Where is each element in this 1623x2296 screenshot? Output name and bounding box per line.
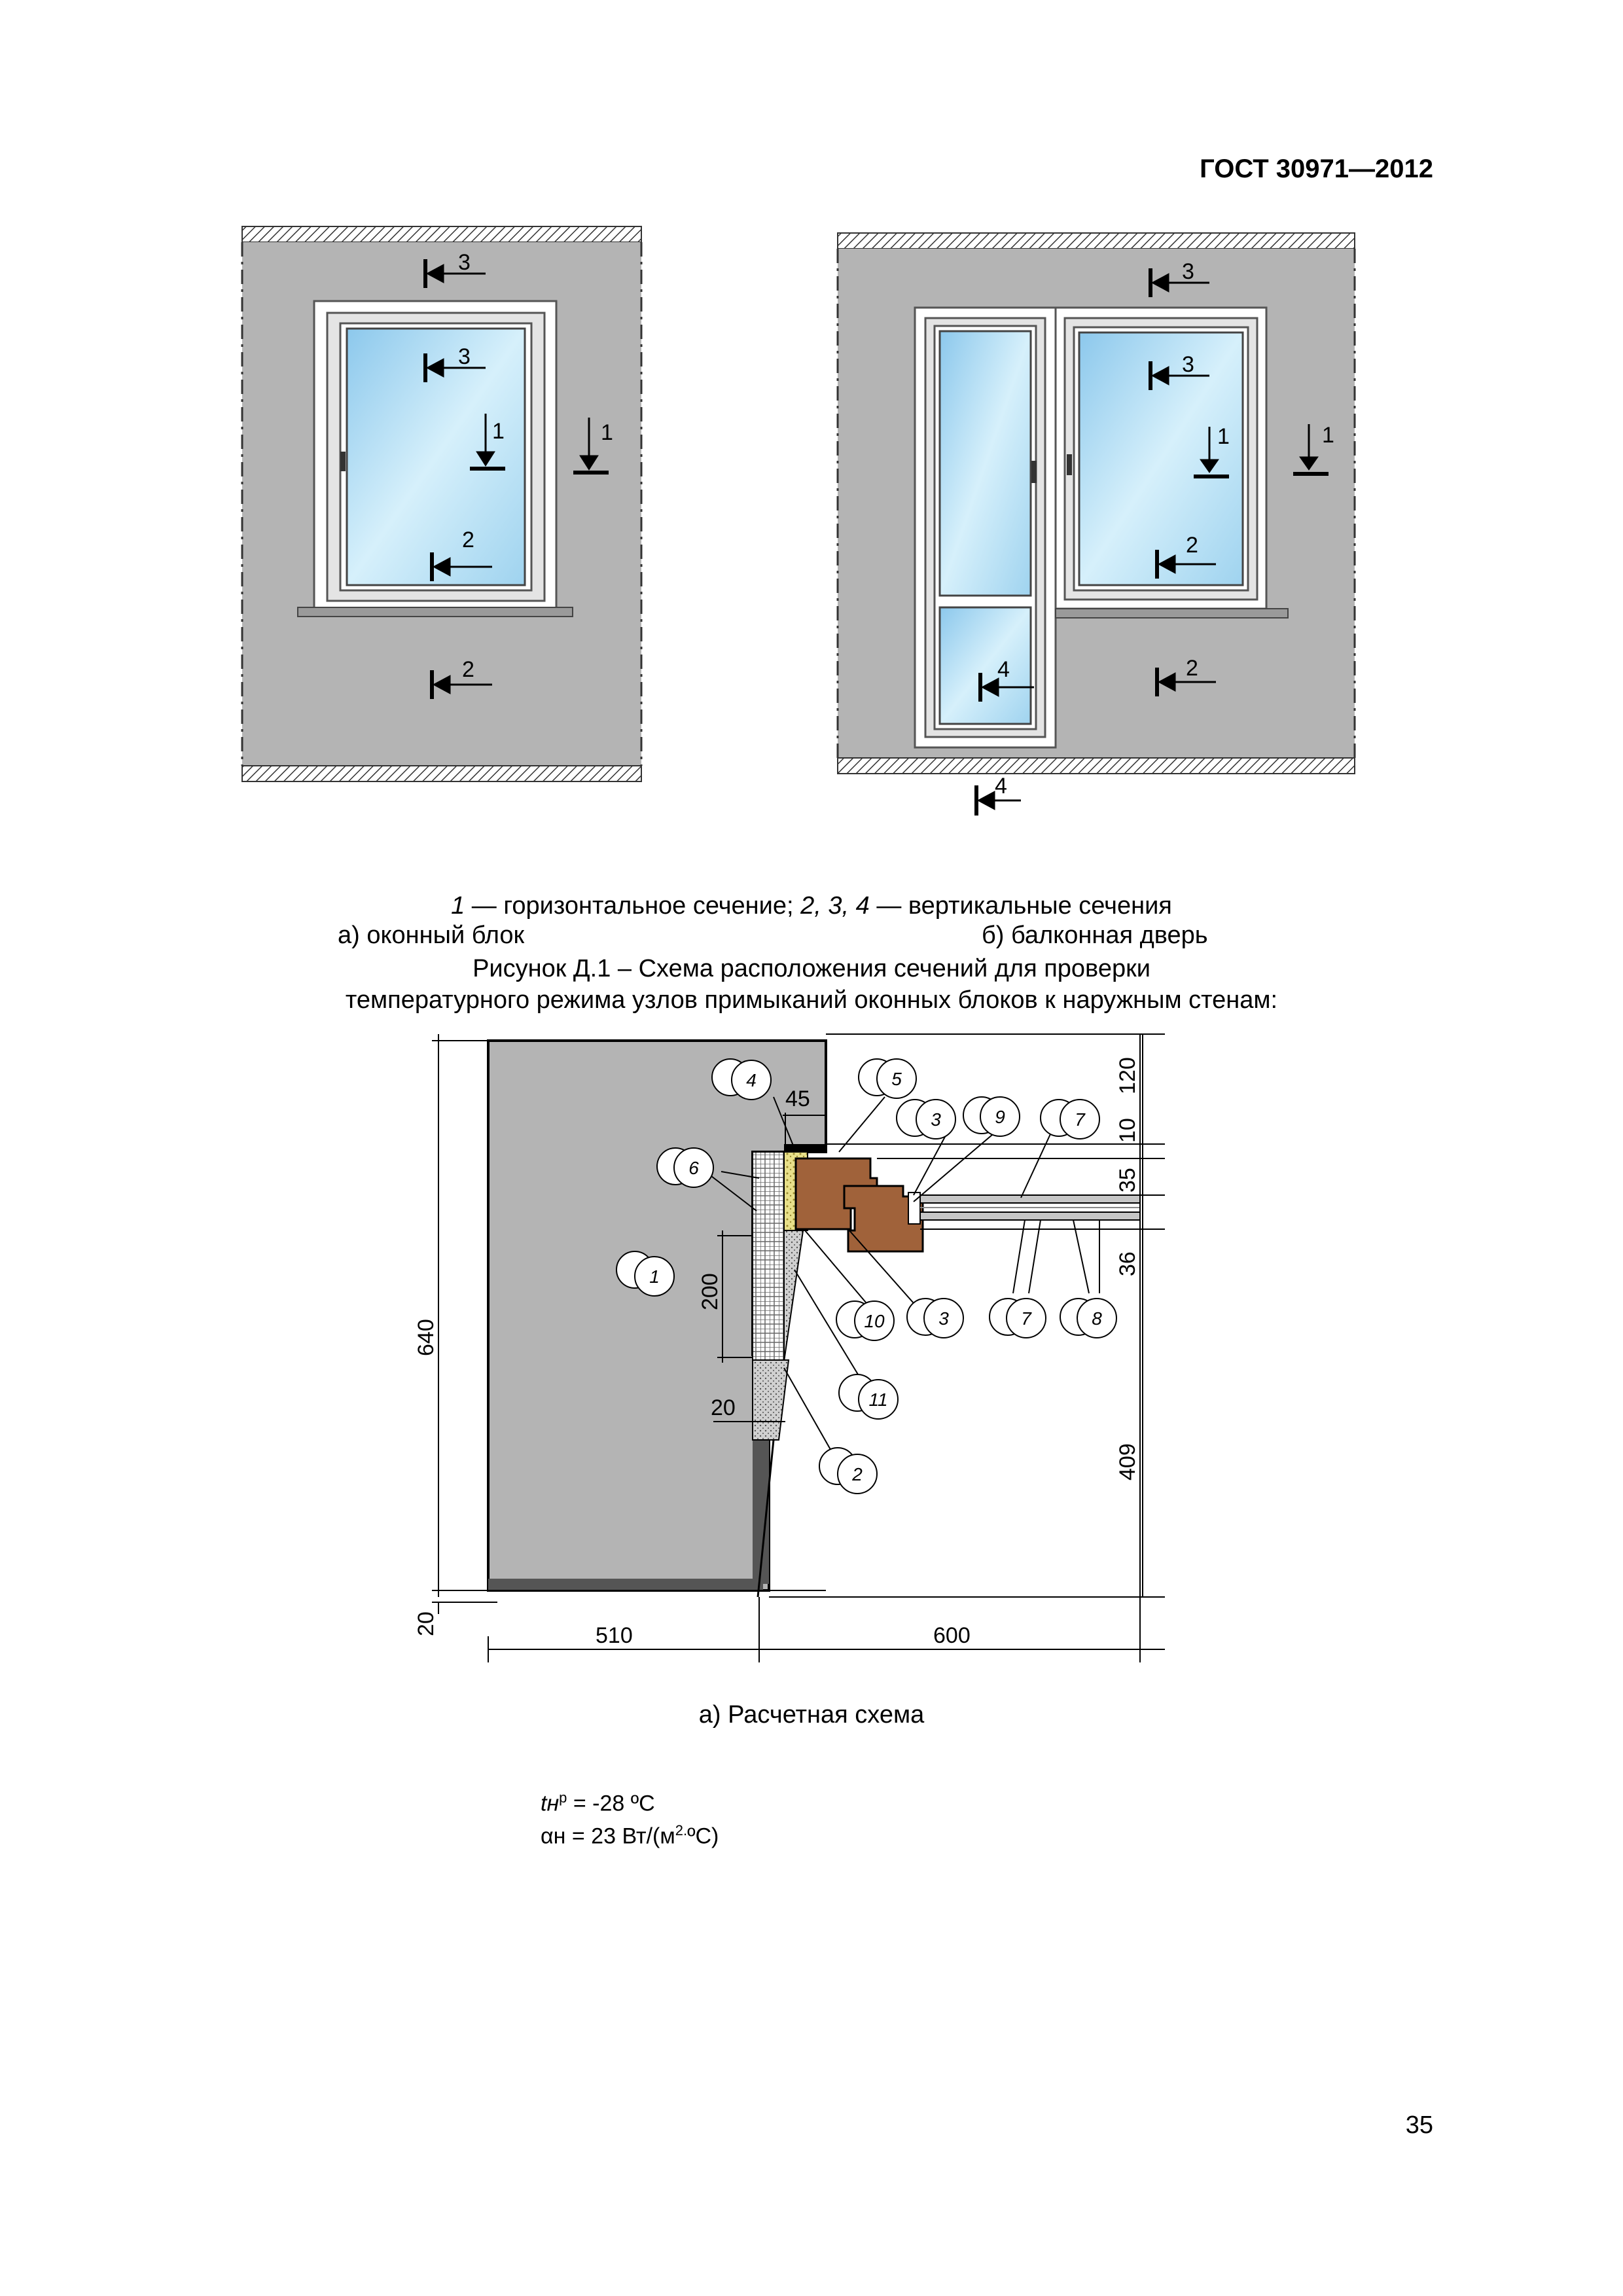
section-label: 3 xyxy=(458,344,471,369)
svg-text:10: 10 xyxy=(864,1311,885,1331)
label-balcony-door: б) балконная дверь xyxy=(982,922,1208,949)
callout-7-top: 7 xyxy=(1040,1099,1100,1139)
window-section-markers: 3 3 1 1 2 2 xyxy=(423,250,613,699)
section-label: 1 xyxy=(601,420,613,445)
section-label: 2 xyxy=(1186,656,1198,681)
param-t-sup: р xyxy=(559,1789,567,1806)
dim-510: 510 xyxy=(596,1623,633,1648)
callout-3-top: 3 xyxy=(896,1099,956,1139)
section-label: 2 xyxy=(1186,533,1198,558)
svg-text:7: 7 xyxy=(1075,1109,1086,1130)
callout-leaders xyxy=(700,1096,1100,1463)
callout-5: 5 xyxy=(858,1058,917,1099)
param-t-symbol: tн xyxy=(541,1791,560,1816)
section-label: 4 xyxy=(995,774,1007,798)
calculation-scheme-figure: 45 120 10 35 36 640 200 20 409 20 510 60… xyxy=(414,1033,1165,1662)
dim-409: 409 xyxy=(1115,1443,1140,1480)
callout-9: 9 xyxy=(963,1096,1020,1137)
dimension-lines xyxy=(432,1033,1165,1662)
svg-text:4: 4 xyxy=(746,1070,757,1090)
svg-text:1: 1 xyxy=(649,1266,660,1287)
param-a-sup: 2. xyxy=(675,1822,688,1839)
section-layout-figure: 3 3 1 1 2 2 xyxy=(241,226,1356,816)
dimension-labels: 45 120 10 35 36 640 200 20 409 20 510 60… xyxy=(414,1057,1140,1648)
scheme-caption: а) Расчетная схема xyxy=(698,1701,925,1729)
callout-2: 2 xyxy=(819,1447,878,1494)
svg-text:2: 2 xyxy=(851,1464,863,1484)
dim-640: 640 xyxy=(414,1319,438,1356)
dim-36: 36 xyxy=(1115,1251,1140,1276)
window-block-diagram xyxy=(241,226,643,782)
section-label: 3 xyxy=(1182,259,1194,284)
callout-7-bottom: 7 xyxy=(989,1298,1046,1338)
balcony-door-diagram xyxy=(836,232,1356,774)
dim-10: 10 xyxy=(1115,1118,1140,1143)
param-t-value: = -28 ºС xyxy=(567,1791,655,1816)
section-label: 1 xyxy=(1217,424,1230,449)
dim-20-left: 20 xyxy=(711,1395,736,1420)
figure-caption-line2: температурного режима узлов примыканий о… xyxy=(345,986,1278,1014)
param-a-symbol: αн xyxy=(541,1823,566,1849)
dim-20-bottom: 20 xyxy=(414,1611,438,1636)
svg-text:6: 6 xyxy=(688,1158,699,1178)
svg-text:3: 3 xyxy=(938,1308,949,1329)
dim-45: 45 xyxy=(785,1086,810,1111)
dim-200: 200 xyxy=(698,1273,722,1310)
heat-transfer-coefficient: αн = 23 Вт/(м2.ºС) xyxy=(541,1822,719,1849)
section-label: 4 xyxy=(997,657,1010,682)
legend-num-1: 1 xyxy=(451,892,465,920)
callout-6: 6 xyxy=(656,1147,714,1188)
legend-nums-2: 2, 3, 4 xyxy=(800,892,870,920)
svg-text:11: 11 xyxy=(868,1390,887,1410)
callout-10: 10 xyxy=(836,1300,895,1341)
svg-text:3: 3 xyxy=(931,1109,941,1130)
svg-text:8: 8 xyxy=(1092,1308,1102,1329)
callout-1: 1 xyxy=(616,1251,675,1297)
section-label: 3 xyxy=(1182,352,1194,377)
dim-35: 35 xyxy=(1115,1168,1140,1193)
svg-text:7: 7 xyxy=(1021,1308,1032,1329)
callout-4: 4 xyxy=(711,1058,772,1100)
svg-text:9: 9 xyxy=(995,1107,1005,1127)
param-a-value2: ºС) xyxy=(687,1823,719,1849)
door-section-markers: 3 3 1 1 2 2 4 4 xyxy=(974,259,1334,816)
section-label: 1 xyxy=(492,419,505,444)
dim-120: 120 xyxy=(1115,1057,1140,1094)
legend-text-2: — вертикальные сечения xyxy=(869,892,1172,920)
outdoor-temperature: tнр = -28 ºС xyxy=(541,1789,655,1816)
section-label: 2 xyxy=(462,657,474,682)
section-label: 3 xyxy=(458,250,471,275)
svg-text:5: 5 xyxy=(891,1069,902,1089)
figure-caption-line1: Рисунок Д.1 – Схема расположения сечений… xyxy=(473,955,1150,982)
callout-8: 8 xyxy=(1060,1298,1117,1338)
callouts: 4 5 3 9 7 6 1 10 3 7 8 11 2 xyxy=(616,1058,1117,1494)
document-header: ГОСТ 30971—2012 xyxy=(1200,154,1433,183)
page-number: 35 xyxy=(1405,2111,1433,2139)
param-a-value1: = 23 Вт/(м xyxy=(565,1823,675,1849)
section-label: 1 xyxy=(1322,423,1334,448)
window-sash-profile xyxy=(843,1185,924,1253)
callout-3-bottom: 3 xyxy=(906,1298,964,1338)
callout-11: 11 xyxy=(838,1374,899,1420)
dim-600: 600 xyxy=(933,1623,971,1648)
section-legend: 1 — горизонтальное сечение; 2, 3, 4 — ве… xyxy=(0,890,1623,922)
legend-text-1: — горизонтальное сечение; xyxy=(465,892,801,920)
section-label: 2 xyxy=(462,528,474,552)
label-window-block: а) оконный блок xyxy=(338,922,525,949)
